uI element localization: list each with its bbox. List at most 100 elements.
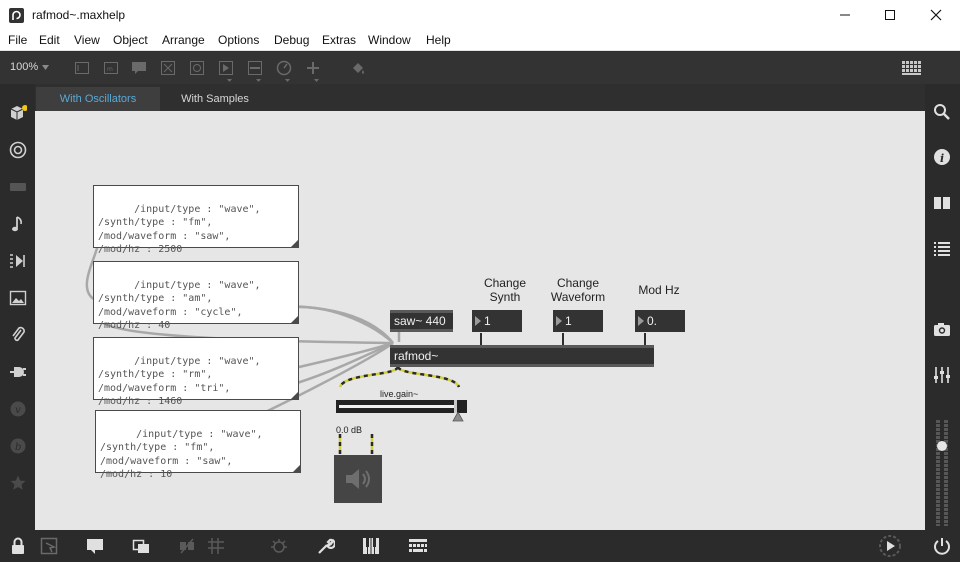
number-arrow-icon <box>475 316 481 326</box>
number-arrow-icon <box>638 316 644 326</box>
saw-object[interactable]: saw~ 440 <box>390 310 453 332</box>
paint-bucket-icon[interactable] <box>350 60 366 76</box>
new-message-icon[interactable]: m <box>103 60 119 76</box>
plug-icon[interactable] <box>9 363 27 381</box>
menu-help[interactable]: Help <box>426 33 451 47</box>
new-number-icon[interactable] <box>218 60 234 76</box>
max-logo-icon <box>9 8 24 23</box>
clip-icon[interactable] <box>9 326 27 344</box>
gain-label: live.gain~ <box>380 389 419 399</box>
number-value: 1 <box>484 314 491 328</box>
number-box-synth[interactable]: 1 <box>472 310 522 332</box>
mixer-icon[interactable] <box>933 366 951 384</box>
patch-cord <box>296 305 394 344</box>
presentation-icon[interactable] <box>40 537 58 555</box>
comment-text: Change Waveform <box>550 276 606 304</box>
live-gain-slider[interactable] <box>336 400 467 413</box>
meter-left-channel <box>936 420 940 526</box>
image-icon[interactable] <box>9 289 27 307</box>
svg-text:m: m <box>107 66 113 73</box>
minimize-button[interactable] <box>822 0 868 30</box>
left-sidebar <box>0 84 35 530</box>
message-corner <box>290 315 299 324</box>
gain-pointer-triangle-icon[interactable] <box>452 412 464 422</box>
comment-change-waveform: Change Waveform <box>543 276 613 304</box>
menu-extras[interactable]: Extras <box>322 33 357 47</box>
ezdac-speaker-button[interactable] <box>334 455 382 503</box>
tab-with-samples[interactable]: With Samples <box>181 93 249 105</box>
patch-cord <box>97 318 394 345</box>
beap-icon[interactable]: b <box>9 437 27 455</box>
new-object-icon[interactable] <box>74 60 90 76</box>
hide-icon[interactable] <box>178 537 196 555</box>
close-button[interactable] <box>913 0 959 30</box>
menu-debug[interactable]: Debug <box>274 33 310 47</box>
power-icon[interactable] <box>933 537 951 555</box>
output-level-meter[interactable] <box>934 420 950 526</box>
list-icon[interactable] <box>933 240 951 258</box>
close-icon <box>930 9 942 21</box>
keyboard-icon[interactable] <box>408 538 428 554</box>
info-icon[interactable]: i <box>933 148 951 166</box>
lock-icon[interactable] <box>10 537 26 555</box>
meter-level-handle[interactable] <box>937 441 947 451</box>
tab-bar: With Oscillators With Samples <box>35 84 925 111</box>
maximize-icon <box>885 10 895 20</box>
new-dial-icon[interactable] <box>276 60 292 76</box>
signal-cord <box>396 366 461 388</box>
device-icon[interactable] <box>9 178 27 196</box>
window-icon[interactable] <box>132 537 150 555</box>
grid-icon[interactable] <box>207 537 225 555</box>
book-icon[interactable] <box>933 194 951 212</box>
message-box-rm-tri[interactable]: /input/type : "wave", /synth/type : "rm"… <box>93 337 299 407</box>
comment-text: Change Synth <box>483 276 527 304</box>
message-text: /input/type : "wave", /synth/type : "rm"… <box>98 355 261 408</box>
message-box-am-cycle[interactable]: /input/type : "wave", /synth/type : "am"… <box>93 261 299 331</box>
patcher-toolbar: 100% m <box>0 52 960 84</box>
menu-options[interactable]: Options <box>218 33 260 47</box>
transport-icon[interactable] <box>878 535 902 557</box>
menu-window[interactable]: Window <box>368 33 411 47</box>
zoom-level[interactable]: 100% <box>10 61 39 73</box>
music-note-icon[interactable] <box>9 215 27 233</box>
number-box-waveform[interactable]: 1 <box>553 310 603 332</box>
menu-edit[interactable]: Edit <box>39 33 60 47</box>
search-icon[interactable] <box>933 103 951 121</box>
menu-bar: File Edit View Object Arrange Options De… <box>0 30 960 51</box>
number-box-mod-hz[interactable]: 0. <box>635 310 685 332</box>
star-icon[interactable] <box>9 474 27 492</box>
wrench-icon[interactable] <box>317 537 335 555</box>
patcher-canvas[interactable]: /input/type : "wave", /synth/type : "fm"… <box>35 111 925 530</box>
zoom-chevron-down-icon[interactable] <box>42 65 49 70</box>
vizzie-icon[interactable]: v <box>9 400 27 418</box>
debug-icon[interactable] <box>270 537 288 555</box>
object-palette-grid-icon[interactable] <box>902 60 922 76</box>
tab-with-oscillators[interactable]: With Oscillators <box>36 87 160 111</box>
target-icon[interactable] <box>9 141 27 159</box>
message-box-fm-saw[interactable]: /input/type : "wave", /synth/type : "fm"… <box>93 185 299 255</box>
rafmod-object[interactable]: rafmod~ <box>390 345 654 367</box>
maximize-button[interactable] <box>867 0 913 30</box>
message-text: /input/type : "wave", /synth/type : "fm"… <box>98 203 261 256</box>
menu-file[interactable]: File <box>8 33 28 47</box>
new-button-icon[interactable] <box>160 60 176 76</box>
message-box-fm-saw-10[interactable]: /input/type : "wave", /synth/type : "fm"… <box>95 410 301 480</box>
new-comment-icon[interactable] <box>131 60 147 76</box>
comment-change-synth: Change Synth <box>475 276 535 304</box>
new-slider-icon[interactable] <box>247 60 263 76</box>
add-object-icon[interactable] <box>305 60 321 76</box>
svg-text:i: i <box>940 152 944 165</box>
new-toggle-icon[interactable] <box>189 60 205 76</box>
gain-handle[interactable] <box>454 400 457 413</box>
signal-cord <box>396 366 461 388</box>
message-corner <box>290 239 299 248</box>
menu-view[interactable]: View <box>74 33 100 47</box>
comment-icon[interactable] <box>86 537 104 555</box>
package-icon[interactable] <box>9 104 27 122</box>
menu-arrange[interactable]: Arrange <box>162 33 205 47</box>
piano-icon[interactable] <box>362 537 380 555</box>
camera-icon[interactable] <box>933 320 951 338</box>
sequence-icon[interactable] <box>9 252 27 270</box>
menu-object[interactable]: Object <box>113 33 148 47</box>
